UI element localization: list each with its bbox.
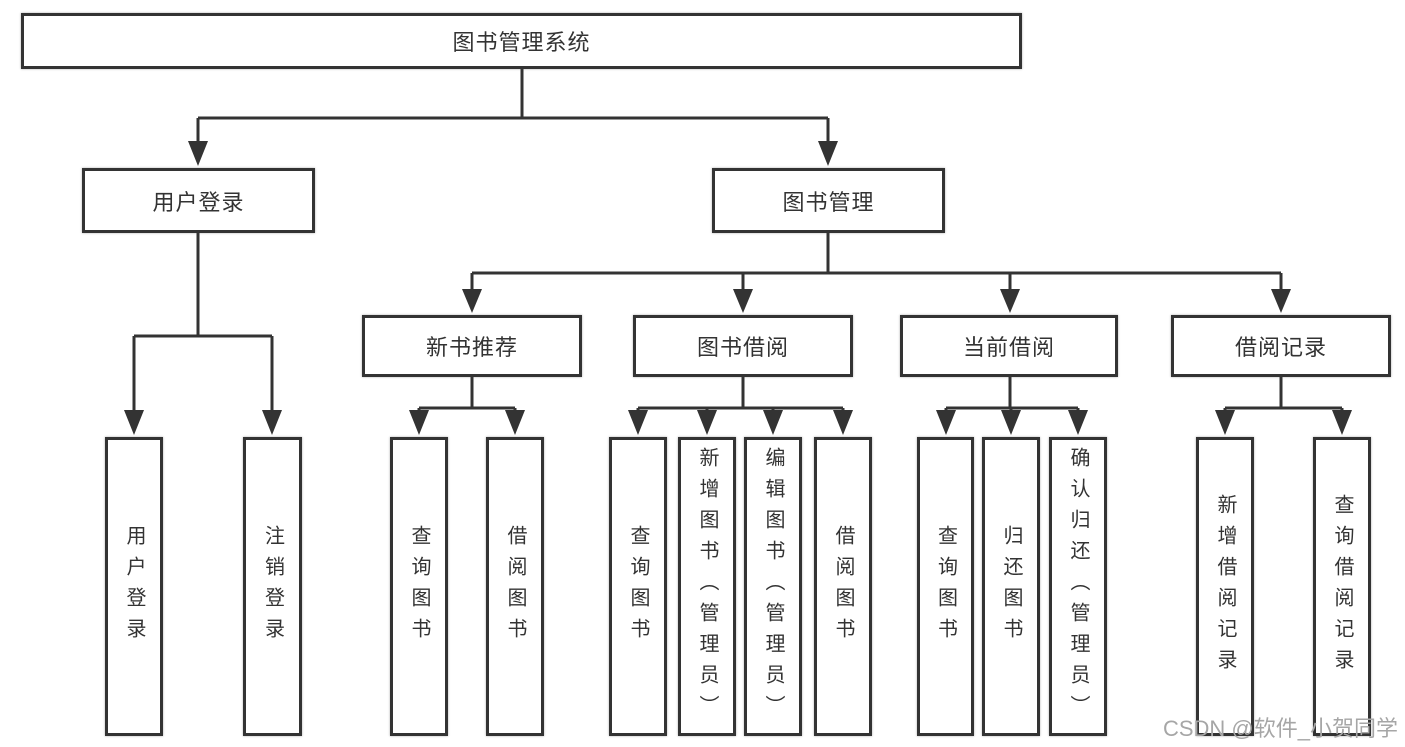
leaf-logout: 注销登录	[243, 437, 302, 736]
leaf-records-query-borrow-record-label: 查询借阅记录	[1331, 493, 1353, 680]
node-borrow-records-label: 借阅记录	[1234, 335, 1327, 360]
leaf-borrow-add-books-admin-label: 新增图书（管理员）	[696, 447, 718, 726]
leaf-borrow-edit-books-admin: 编辑图书（管理员）	[744, 437, 802, 736]
leaf-current-return-books: 归还图书	[982, 437, 1040, 736]
leaf-records-query-borrow-record: 查询借阅记录	[1313, 437, 1371, 736]
leaf-current-confirm-return-admin-label: 确认归还（管理员）	[1067, 447, 1089, 726]
leaf-current-query-books-label: 查询图书	[934, 524, 957, 649]
node-root: 图书管理系统	[21, 13, 1022, 69]
node-user-login-label: 用户登录	[152, 189, 245, 215]
arrowheads	[124, 141, 1352, 435]
leaf-borrow-edit-books-admin-label: 编辑图书（管理员）	[762, 447, 784, 726]
leaf-borrow-query-books-label: 查询图书	[627, 524, 649, 649]
leaf-logout-label: 注销登录	[261, 524, 284, 649]
node-borrow-records: 借阅记录	[1171, 315, 1391, 377]
node-current-borrow-label: 当前借阅	[962, 335, 1055, 360]
leaf-user-login-label: 用户登录	[123, 524, 145, 649]
leaf-records-add-borrow-record-label: 新增借阅记录	[1214, 493, 1236, 680]
node-new-book-recommend: 新书推荐	[362, 315, 582, 377]
node-book-management: 图书管理	[712, 168, 945, 233]
node-book-borrow-label: 图书借阅	[696, 335, 789, 360]
node-book-borrow: 图书借阅	[633, 315, 853, 377]
leaf-newbook-borrow-books: 借阅图书	[486, 437, 544, 736]
node-new-book-recommend-label: 新书推荐	[425, 335, 518, 360]
leaf-current-query-books: 查询图书	[917, 437, 974, 736]
leaf-newbook-borrow-books-label: 借阅图书	[504, 524, 526, 649]
node-user-login: 用户登录	[82, 168, 315, 233]
leaf-current-confirm-return-admin: 确认归还（管理员）	[1049, 437, 1107, 736]
leaf-newbook-query-books-label: 查询图书	[408, 524, 430, 649]
csdn-watermark: CSDN @软件_小贺同学	[1162, 716, 1398, 741]
leaf-records-add-borrow-record: 新增借阅记录	[1196, 437, 1254, 736]
node-book-management-label: 图书管理	[782, 189, 875, 215]
leaf-borrow-query-books: 查询图书	[609, 437, 667, 736]
leaf-borrow-borrow-books-label: 借阅图书	[832, 524, 854, 649]
node-root-label: 图书管理系统	[452, 30, 591, 55]
leaf-borrow-borrow-books: 借阅图书	[814, 437, 872, 736]
leaf-user-login: 用户登录	[105, 437, 163, 736]
leaf-newbook-query-books: 查询图书	[390, 437, 448, 736]
leaf-current-return-books-label: 归还图书	[1000, 524, 1022, 649]
node-current-borrow: 当前借阅	[900, 315, 1118, 377]
leaf-borrow-add-books-admin: 新增图书（管理员）	[678, 437, 736, 736]
